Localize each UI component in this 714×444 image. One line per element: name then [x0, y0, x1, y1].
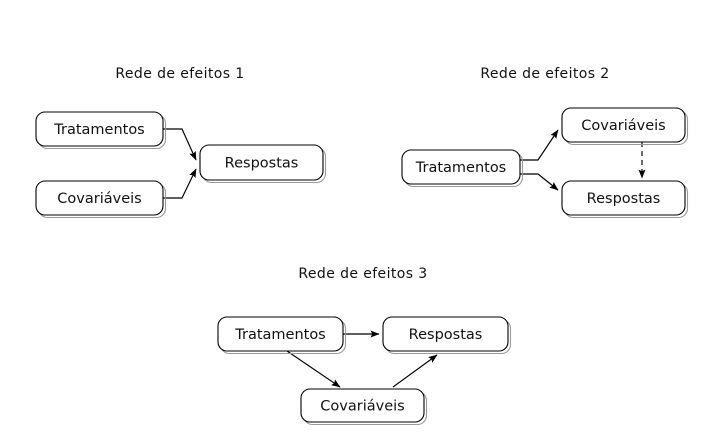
diagram-rede-de-efeitos-2: Rede de efeitos 2 Tratamentos Covariávei… [401, 66, 689, 219]
node-border [401, 149, 521, 185]
node-border [382, 316, 509, 352]
diagram-3-edges [286, 330, 438, 388]
node-border [35, 180, 164, 216]
node-label: Respostas [225, 156, 299, 172]
diagram-3-title: Rede de efeitos 3 [298, 266, 427, 282]
edge-tratamentos-to-covariaveis [286, 350, 341, 388]
diagram-2-title: Rede de efeitos 2 [480, 66, 609, 82]
node-border [300, 388, 425, 423]
diagram-1-title: Rede de efeitos 1 [115, 66, 244, 82]
edge-tratamentos-to-covariaveis [520, 129, 559, 161]
diagram-2-edges [520, 129, 646, 191]
diagram-rede-de-efeitos-3: Rede de efeitos 3 Tratamentos Respostas … [217, 266, 512, 426]
node-border [35, 111, 164, 147]
node-border [561, 180, 686, 216]
diagram-1-edges [163, 128, 197, 199]
edge-covariaveis-to-respostas [163, 168, 197, 199]
node-label: Respostas [587, 191, 661, 207]
node-label: Covariáveis [581, 118, 665, 134]
node-label: Tratamentos [415, 160, 507, 176]
edge-covariaveis-to-respostas [392, 354, 438, 388]
node-respostas-3[interactable]: Respostas [382, 316, 512, 355]
edge-tratamentos-to-respostas [520, 173, 559, 191]
edge-tratamentos-to-respostas [163, 128, 197, 161]
diagram-rede-de-efeitos-1: Rede de efeitos 1 Tratamentos Covariávei… [35, 66, 327, 219]
node-covariaveis-3[interactable]: Covariáveis [300, 388, 428, 426]
node-label: Respostas [409, 327, 483, 343]
node-tratamentos-1[interactable]: Tratamentos [35, 111, 167, 150]
node-tratamentos-3[interactable]: Tratamentos [217, 316, 347, 355]
node-border [217, 316, 344, 352]
node-border [199, 144, 324, 181]
node-label: Tratamentos [234, 327, 326, 343]
node-respostas-2[interactable]: Respostas [561, 180, 689, 219]
node-border [561, 107, 686, 143]
node-label: Tratamentos [53, 122, 145, 138]
node-label: Covariáveis [57, 191, 141, 207]
node-respostas-1[interactable]: Respostas [199, 144, 327, 184]
node-covariaveis-1[interactable]: Covariáveis [35, 180, 167, 219]
node-covariaveis-2[interactable]: Covariáveis [561, 107, 689, 146]
node-tratamentos-2[interactable]: Tratamentos [401, 149, 524, 188]
node-label: Covariáveis [320, 399, 404, 415]
